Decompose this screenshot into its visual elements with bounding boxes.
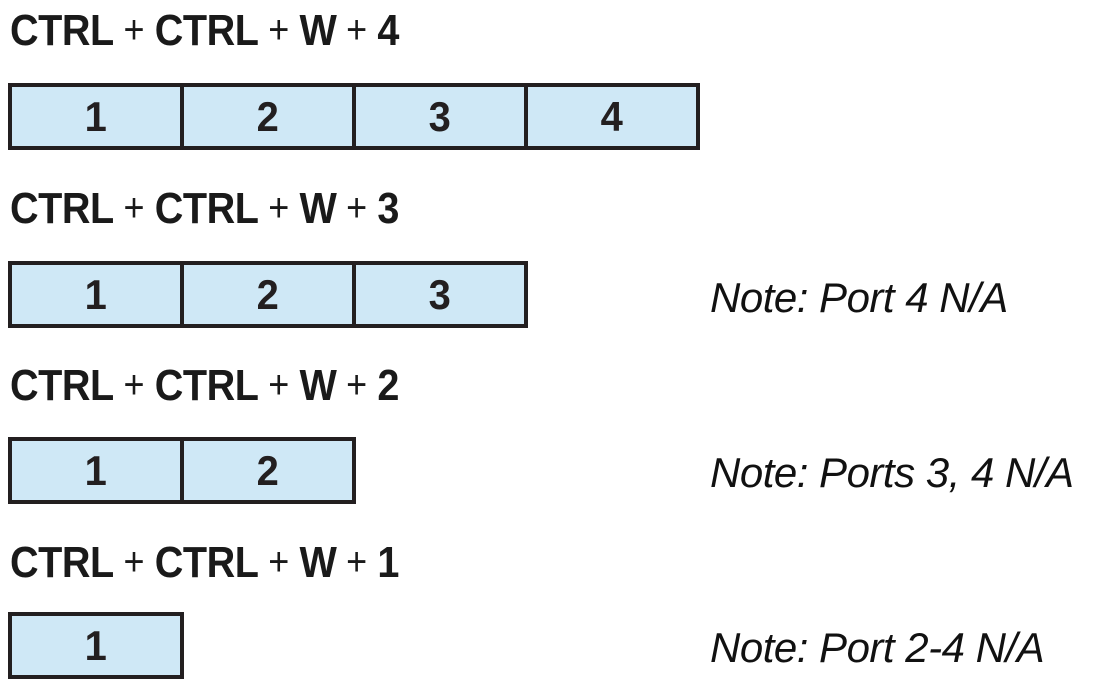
- plus-sign: +: [268, 363, 289, 407]
- note-text: Note: Port 2-4 N/A: [710, 624, 1045, 671]
- shortcut-token: W: [299, 184, 337, 233]
- shortcut-token: CTRL: [10, 361, 114, 410]
- port-row: 1 2 3 4: [8, 83, 700, 150]
- port-cell: 1: [8, 612, 184, 679]
- plus-sign: +: [123, 540, 145, 584]
- shortcut-token: CTRL: [154, 184, 259, 233]
- port-number: 1: [84, 621, 108, 669]
- shortcut-token: W: [299, 6, 337, 55]
- plus-sign: +: [346, 363, 367, 407]
- shortcut-token: CTRL: [10, 6, 114, 55]
- shortcut-title: CTRL+CTRL+W+2: [10, 364, 399, 408]
- shortcut-token: CTRL: [154, 361, 259, 410]
- plus-sign: +: [268, 540, 289, 584]
- port-cell: 4: [524, 83, 700, 150]
- port-cell: 2: [180, 437, 356, 504]
- shortcut-token: W: [299, 361, 337, 410]
- port-number: 3: [428, 92, 452, 140]
- plus-sign: +: [123, 8, 145, 52]
- shortcut-token: CTRL: [10, 538, 114, 587]
- port-row: 1 2: [8, 437, 356, 504]
- port-number: 3: [428, 270, 452, 318]
- shortcut-token: 2: [377, 361, 400, 410]
- plus-sign: +: [346, 540, 367, 584]
- port-number: 2: [256, 92, 280, 140]
- port-cell: 1: [8, 83, 184, 150]
- port-cell: 2: [180, 261, 356, 328]
- shortcut-token: CTRL: [154, 6, 259, 55]
- port-row: 1 2 3: [8, 261, 528, 328]
- plus-sign: +: [268, 186, 289, 230]
- port-number: 1: [84, 270, 108, 318]
- port-number: 2: [256, 446, 280, 494]
- note-text: Note: Port 4 N/A: [710, 274, 1008, 321]
- port-number: 1: [84, 446, 108, 494]
- port-cell: 1: [8, 437, 184, 504]
- plus-sign: +: [268, 8, 289, 52]
- plus-sign: +: [123, 186, 145, 230]
- shortcut-token: CTRL: [10, 184, 114, 233]
- plus-sign: +: [123, 363, 145, 407]
- port-cell: 3: [352, 261, 528, 328]
- shortcut-token: 4: [377, 6, 400, 55]
- port-cell: 1: [8, 261, 184, 328]
- port-row: 1: [8, 612, 184, 679]
- shortcut-title: CTRL+CTRL+W+3: [10, 187, 399, 231]
- shortcut-title: CTRL+CTRL+W+1: [10, 541, 399, 585]
- port-cell: 3: [352, 83, 528, 150]
- shortcut-token: CTRL: [154, 538, 259, 587]
- shortcut-token: 3: [377, 184, 400, 233]
- note-text: Note: Ports 3, 4 N/A: [710, 449, 1074, 496]
- port-number: 4: [600, 92, 624, 140]
- shortcut-token: 1: [377, 538, 400, 587]
- shortcut-title: CTRL+CTRL+W+4: [10, 9, 399, 53]
- port-cell: 2: [180, 83, 356, 150]
- port-number: 1: [84, 92, 108, 140]
- port-number: 2: [256, 270, 280, 318]
- shortcut-token: W: [299, 538, 337, 587]
- plus-sign: +: [346, 8, 367, 52]
- plus-sign: +: [346, 186, 367, 230]
